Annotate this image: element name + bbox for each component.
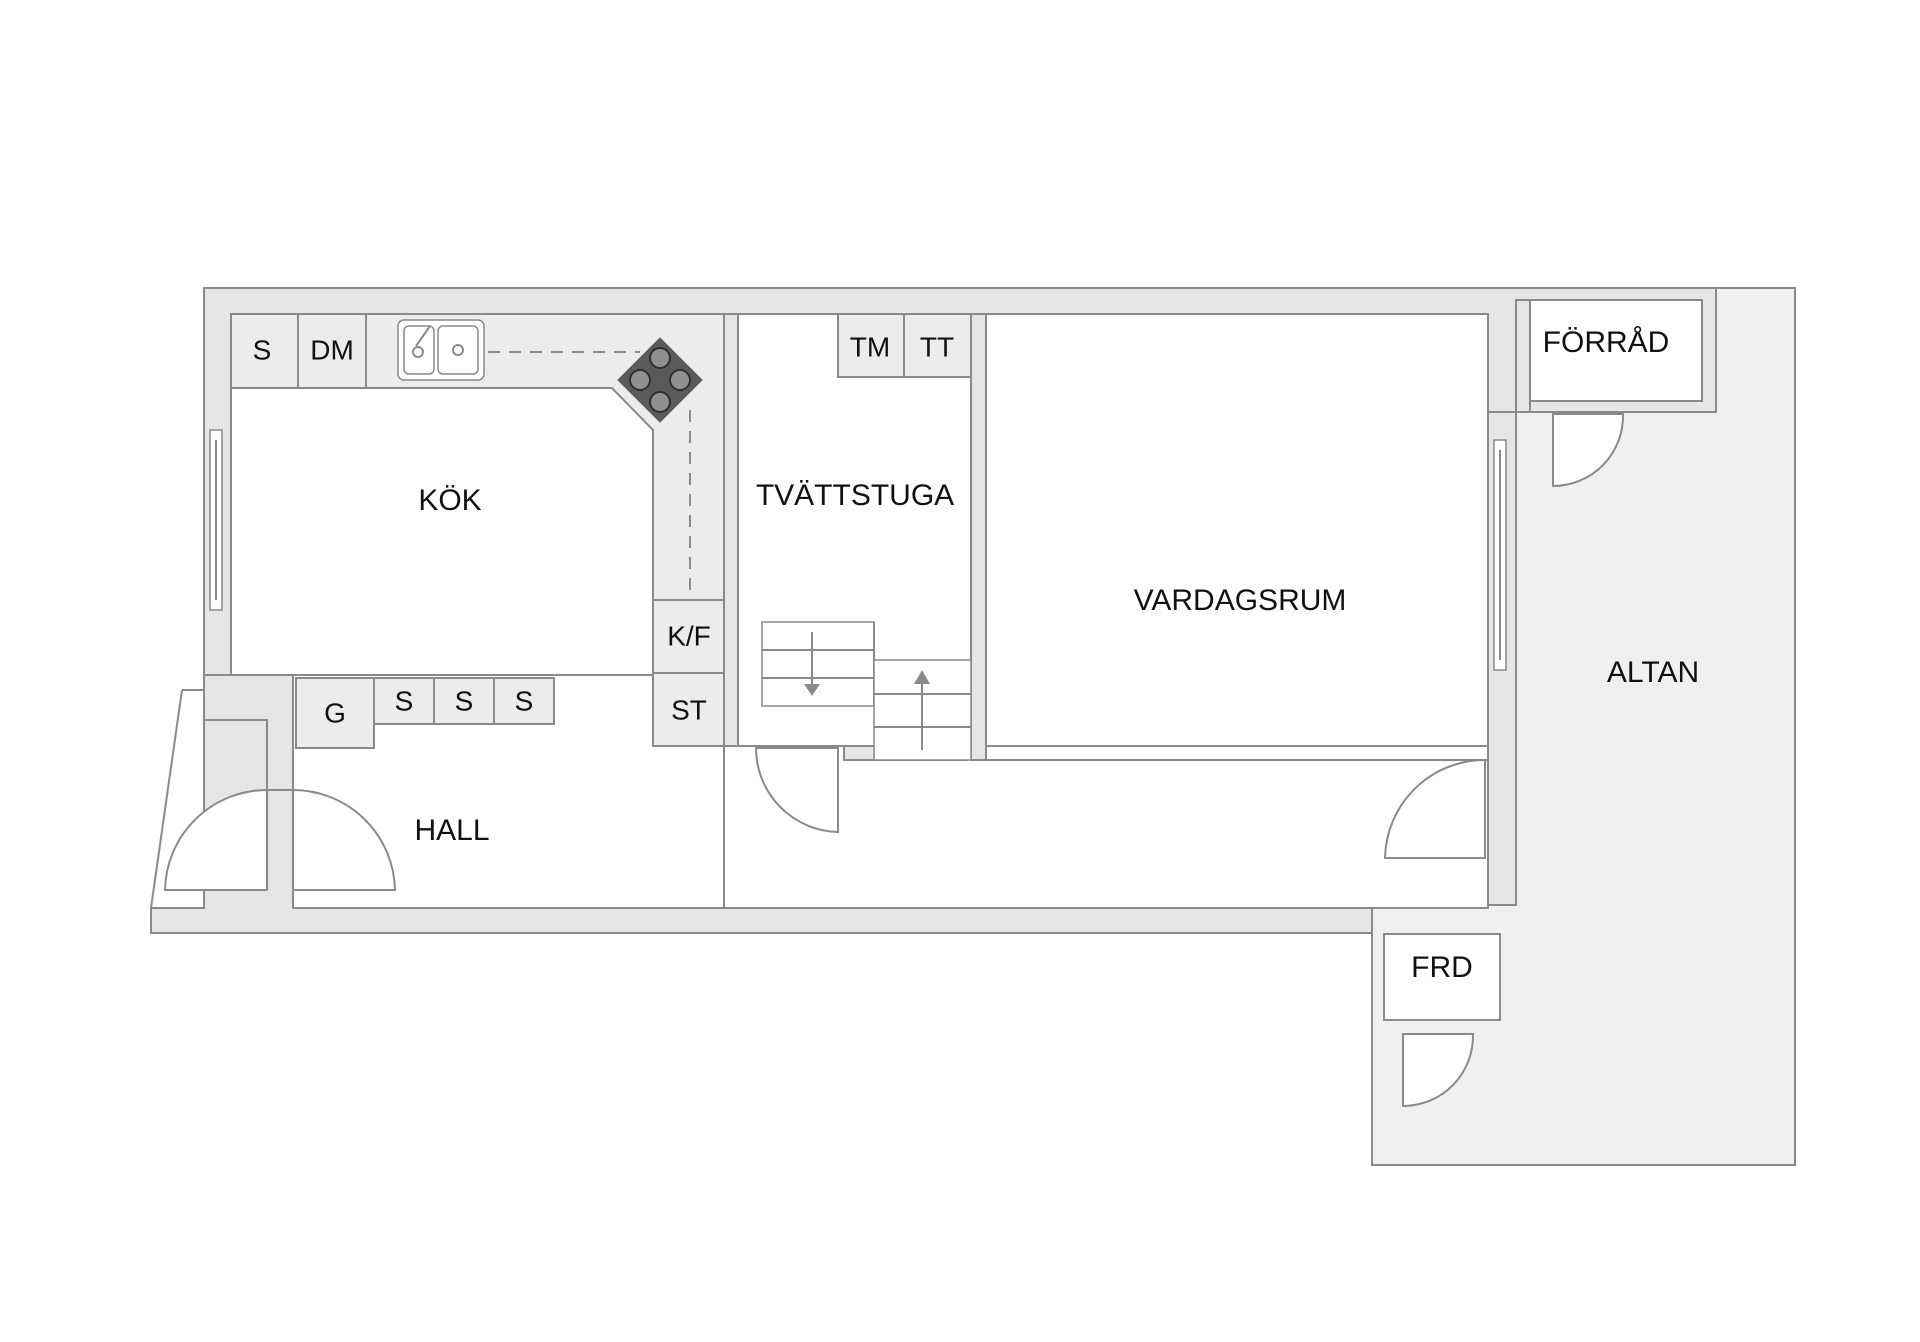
label-g: G [324,698,346,729]
cabinet-s1 [373,677,435,725]
entrance-porch [150,689,204,909]
label-kok: KÖK [418,484,481,517]
label-tt: TT [920,332,954,363]
label-frd: FRD [1411,951,1473,984]
label-s1: S [395,686,414,717]
label-dm: DM [310,335,354,366]
label-kitchen-top-s: S [253,335,272,366]
label-hall: HALL [414,814,489,847]
room-frd-floor [1383,933,1501,1021]
hob-icon [617,337,703,423]
cabinet-g [295,677,375,749]
cabinet-s3 [493,677,555,725]
room-living-floor [985,313,1489,761]
cabinet-st [652,672,725,747]
door-frd[interactable] [1402,1033,1475,1108]
wall-forrad [1515,299,1531,413]
label-tm: TM [850,332,890,363]
wall-laundry-living [970,313,987,761]
label-st: ST [671,695,707,726]
counter-run-dash [488,351,691,595]
label-kf: K/F [667,621,711,652]
door-entrance-left[interactable] [163,788,268,891]
appliance-tm [837,313,905,378]
living-lower-floor [970,745,1489,761]
wall-kitchen-laundry [723,313,739,747]
label-s3: S [515,686,534,717]
label-s2: S [455,686,474,717]
door-living-terrace[interactable] [1383,758,1486,859]
door-forrad[interactable] [1552,413,1625,488]
door-laundry[interactable] [754,747,839,834]
stairs-down [761,621,875,707]
room-forrad-floor [1515,299,1703,402]
door-entrance-right[interactable] [292,788,397,891]
label-forrad: FÖRRÅD [1543,326,1670,359]
sink-icon [397,319,485,381]
label-tvattstuga: TVÄTTSTUGA [756,479,954,512]
label-altan: ALTAN [1607,656,1699,689]
stairs-down-arrow-icon [804,632,820,696]
label-vardagsrum: VARDAGSRUM [1134,584,1347,617]
appliance-tt [903,313,972,378]
stairs-up-arrow-icon [914,670,930,750]
cabinet-s2 [433,677,495,725]
